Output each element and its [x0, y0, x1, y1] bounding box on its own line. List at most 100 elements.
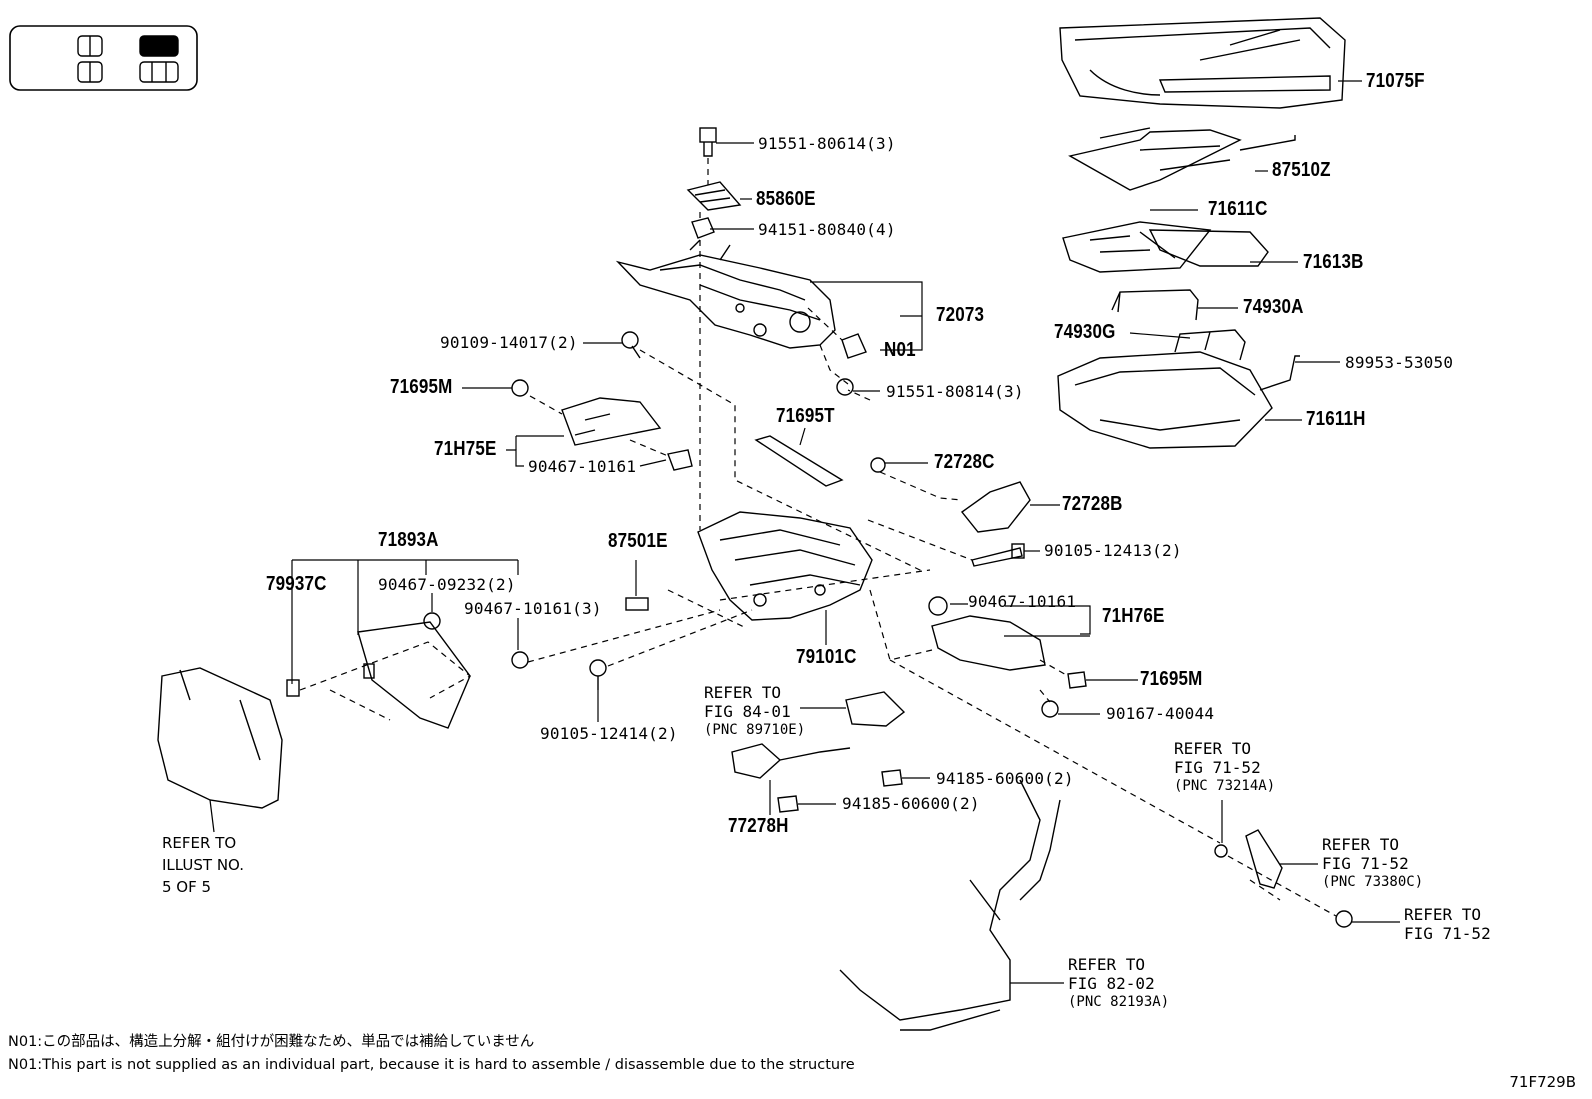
label-90109-14017: 90109-14017(2): [440, 333, 578, 352]
refer-illust-5-of-5: REFER TO ILLUST NO. 5 OF 5: [162, 832, 244, 898]
bolt-91551-80814-icon: [836, 378, 854, 396]
label-90105-12414: 90105-12414(2): [540, 724, 678, 743]
clip-72728C-icon: [870, 457, 886, 473]
sensor-85860E: [686, 181, 742, 211]
nut-94185-a-icon: [881, 769, 903, 787]
label-71611H: 71611H: [1306, 408, 1366, 430]
refer-fig-82-02-line2: FIG 82-02: [1068, 974, 1155, 993]
refer-fig-84-01-line2: FIG 84-01: [704, 702, 791, 721]
bracket-72728B: [960, 481, 1031, 533]
label-90467-10161-3: 90467-10161(3): [464, 599, 602, 618]
clip-90467-09232-icon: [423, 612, 441, 630]
refer-fig-84-01-line1: REFER TO: [704, 683, 782, 702]
clip-90467-10161-left-icon: [667, 449, 693, 471]
label-79937C: 79937C: [266, 573, 327, 595]
bolt-91551-80614-icon: [699, 127, 717, 157]
label-90467-09232: 90467-09232(2): [378, 575, 516, 594]
frame-bracket-72073: [615, 239, 836, 349]
label-71695M-upper: 71695M: [390, 376, 453, 398]
bolt-90105-12413-icon: [971, 543, 1025, 567]
label-79101C: 79101C: [796, 646, 857, 668]
label-94185-60600-a: 94185-60600(2): [936, 769, 1074, 788]
side-cover-71893A: [357, 621, 471, 729]
cover-71H75E: [561, 397, 662, 446]
seat-cover-71075F: [1059, 17, 1346, 109]
refer-fig-71-52-a: REFER TO FIG 71-52 (PNC 73214A): [1174, 739, 1275, 796]
refer-fig-71-52-b: REFER TO FIG 71-52 (PNC 73380C): [1322, 835, 1423, 892]
bolt-90167-icon: [1041, 700, 1059, 718]
label-77278H: 77278H: [728, 815, 789, 837]
nut-71-52-icon: [1335, 910, 1353, 928]
clip-90467-10161-3-icon: [511, 651, 529, 669]
label-74930G: 74930G: [1054, 321, 1116, 343]
refer-illust-line1: REFER TO: [162, 834, 237, 852]
refer-fig-71-52-c-line1: REFER TO: [1404, 905, 1482, 924]
figure-id: 71F729B: [1509, 1073, 1576, 1091]
refer-fig-71-52-b-line1: REFER TO: [1322, 835, 1400, 854]
label-72728C: 72728C: [934, 451, 995, 473]
refer-fig-71-52-a-line1: REFER TO: [1174, 739, 1252, 758]
buckle-73214A-icon: [1214, 844, 1228, 858]
label-90105-12413: 90105-12413(2): [1044, 541, 1182, 560]
clip-71695M-lower-icon: [1067, 671, 1087, 689]
refer-fig-71-52-c-line2: FIG 71-52: [1404, 924, 1491, 943]
label-72073: 72073: [936, 304, 985, 326]
refer-fig-82-02: REFER TO FIG 82-02 (PNC 82193A): [1068, 955, 1169, 1012]
seat-position-indicator-icon: [9, 25, 198, 91]
label-71613B: 71613B: [1303, 251, 1364, 273]
refer-fig-71-52-b-pnc: (PNC 73380C): [1322, 874, 1424, 890]
seat-spring-74930A: [1111, 289, 1199, 321]
refer-fig-71-52-c: REFER TO FIG 71-52: [1404, 905, 1491, 943]
label-91551-80814: 91551-80814(3): [886, 382, 1024, 401]
seat-pad-71613B: [1148, 229, 1269, 267]
refer-fig-71-52-a-line2: FIG 71-52: [1174, 758, 1261, 777]
sensor-77278H: [731, 743, 851, 779]
refer-fig-84-01-pnc: (PNC 89710E): [704, 722, 806, 738]
refer-fig-84-01: REFER TO FIG 84-01 (PNC 89710E): [704, 683, 805, 740]
label-94151-80840: 94151-80840(4): [758, 220, 896, 239]
label-71695T: 71695T: [776, 405, 835, 427]
refer-illust-line2: ILLUST NO.: [162, 856, 245, 874]
leader-lines: [209, 80, 1400, 984]
seat-pad-71611C: [1062, 221, 1212, 273]
label-87501E: 87501E: [608, 530, 668, 552]
seat-heater-87510Z: [1068, 127, 1296, 191]
label-87510Z: 87510Z: [1272, 159, 1331, 181]
label-89953-53050: 89953-53050: [1345, 353, 1454, 372]
nut-94151-icon: [691, 217, 715, 239]
cover-71H76E: [931, 615, 1046, 671]
refer-illust-line3: 5 OF 5: [162, 878, 212, 896]
label-74930A: 74930A: [1243, 296, 1304, 318]
refer-fig-71-52-b-line2: FIG 71-52: [1322, 854, 1409, 873]
label-71695M-lower: 71695M: [1140, 668, 1203, 690]
note-n01-japanese: N01:この部品は、構造上分解・組付けが困難なため、単品では補給していません: [8, 1034, 535, 1050]
label-71611C: 71611C: [1208, 198, 1268, 220]
part-N01-icon: [841, 333, 867, 359]
label-90467-10161-right: 90467-10161: [968, 592, 1077, 611]
part-87501E-icon: [625, 597, 649, 611]
label-90167-40044: 90167-40044: [1106, 704, 1215, 723]
bolt-90105-12414-icon: [589, 659, 607, 690]
refer-fig-71-52-a-pnc: (PNC 73214A): [1174, 778, 1276, 794]
label-71H76E: 71H76E: [1102, 605, 1165, 627]
buckle-73380C: [1245, 829, 1283, 889]
label-85860E: 85860E: [756, 188, 816, 210]
seat-cushion-frame-71611H: [1057, 351, 1300, 449]
refer-fig-82-02-line1: REFER TO: [1068, 955, 1146, 974]
seatback-assembly: [157, 667, 283, 809]
wire-harness-82193A: [839, 779, 1061, 1031]
bolt-90109-icon: [621, 331, 641, 359]
label-91551-80614: 91551-80614(3): [758, 134, 896, 153]
label-N01: N01: [884, 339, 916, 361]
ecu-89710E: [845, 691, 906, 727]
assembly-dashed-lines: [299, 158, 1337, 917]
pad-71695T: [754, 435, 844, 487]
label-72728B: 72728B: [1062, 493, 1123, 515]
label-71075F: 71075F: [1366, 70, 1425, 92]
seat-spring-74930G: [1174, 329, 1246, 361]
label-94185-60600-b: 94185-60600(2): [842, 794, 980, 813]
seat-adjuster-79101C: [697, 511, 873, 621]
note-n01-english: N01:This part is not supplied as an indi…: [8, 1057, 855, 1073]
clip-90467-10161-right-icon: [928, 596, 948, 616]
